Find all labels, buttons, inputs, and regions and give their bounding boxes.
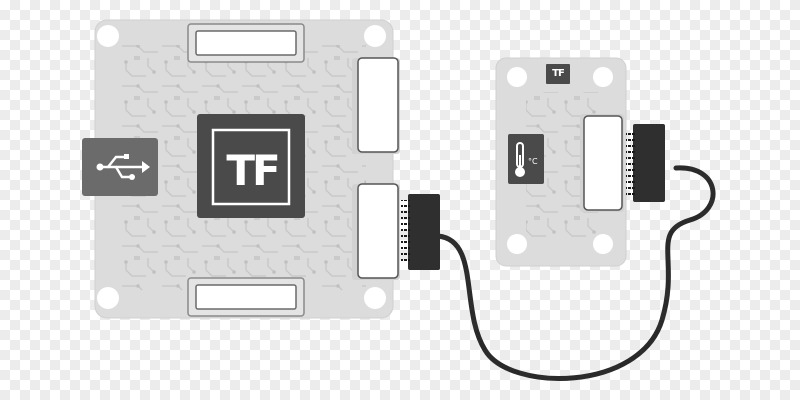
mounting-hole <box>593 67 613 87</box>
ribbon-cable[interactable] <box>435 165 716 381</box>
cable-plug-sensor-pins <box>626 130 635 196</box>
bottom-stack-connector-slot <box>195 284 297 310</box>
logo-chip <box>197 114 305 218</box>
thermometer-icon <box>515 142 525 177</box>
main-board <box>82 19 440 319</box>
top-stack-connector-slot <box>195 30 297 56</box>
bricklet-port-b[interactable] <box>357 183 399 279</box>
cable-plug-sensor[interactable] <box>633 124 665 202</box>
mounting-hole <box>593 234 613 254</box>
sensor-logo-chip <box>546 64 570 84</box>
mounting-hole <box>97 287 119 309</box>
cable-plug-main[interactable] <box>408 194 440 270</box>
mounting-hole <box>364 287 386 309</box>
cable-plug-main-pins <box>401 200 410 264</box>
logo-chip-frame <box>211 128 291 206</box>
mounting-hole <box>507 67 527 87</box>
temperature-sensor-chip <box>508 134 544 184</box>
mounting-hole <box>507 234 527 254</box>
mounting-hole <box>97 25 119 47</box>
mounting-hole <box>364 25 386 47</box>
sensor-board <box>495 57 665 267</box>
usb-icon <box>96 154 150 180</box>
bricklet-port-a[interactable] <box>357 57 399 153</box>
sensor-bricklet-port[interactable] <box>583 115 623 211</box>
